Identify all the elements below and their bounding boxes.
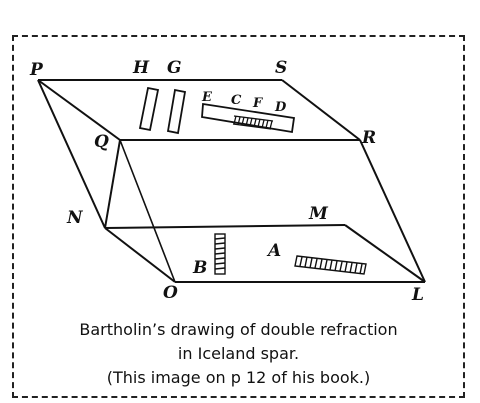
image-slab-h	[138, 86, 160, 132]
label-l: L	[412, 285, 424, 305]
label-s: S	[275, 58, 288, 78]
label-r: R	[362, 128, 377, 148]
caption-line-3: (This image on p 12 of his book.)	[106, 368, 371, 387]
label-a: A	[268, 241, 282, 261]
image-slab-ecfd	[201, 102, 296, 134]
label-p: P	[30, 60, 43, 80]
crystal-edge-no	[104, 227, 176, 283]
label-b: B	[193, 258, 208, 278]
crystal-edge-rl	[359, 139, 426, 283]
label-o: O	[163, 283, 178, 303]
crystal-edge-nm	[104, 224, 346, 229]
crystal-edge-ml	[344, 224, 426, 283]
label-g: G	[167, 58, 182, 78]
crystal-edge-qo	[119, 139, 176, 283]
crystal-edge-qn	[104, 139, 121, 229]
crystal-edge-sr	[281, 79, 361, 141]
label-c: C	[231, 93, 242, 108]
crystal-edge-pn	[37, 79, 106, 229]
image-slab-g	[166, 88, 187, 135]
label-m: M	[309, 204, 328, 224]
caption-line-1: Bartholin’s drawing of double refraction	[79, 320, 398, 339]
label-e: E	[202, 90, 212, 105]
hatching-b	[214, 233, 226, 275]
label-h: H	[133, 58, 150, 78]
label-q: Q	[94, 132, 109, 152]
caption-line-2: in Iceland spar.	[177, 344, 300, 363]
label-f: F	[253, 96, 263, 111]
hatching-fd	[232, 115, 274, 130]
label-n: N	[67, 208, 83, 228]
crystal-edge-pq	[37, 79, 121, 141]
hatching-a	[294, 255, 367, 275]
figure-frame	[12, 35, 465, 398]
label-d: D	[275, 100, 287, 115]
